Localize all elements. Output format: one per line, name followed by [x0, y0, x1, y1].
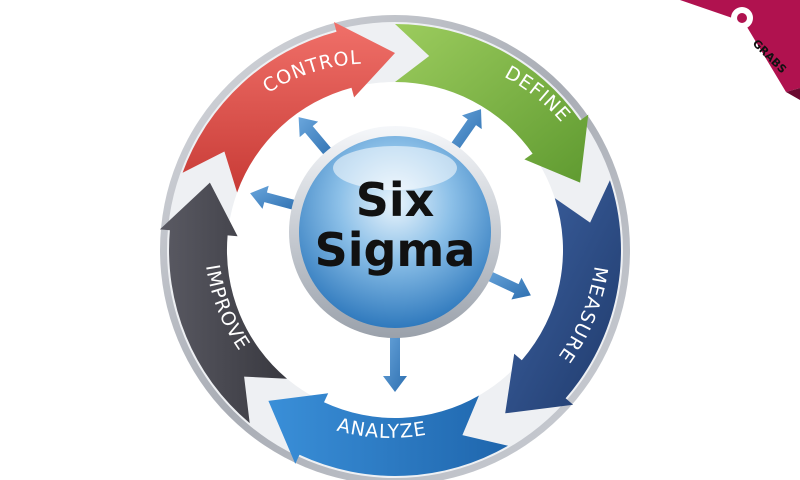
- grabs-badge: GRABS: [680, 0, 800, 100]
- spoke-arrow-upper-right: [448, 109, 482, 153]
- stage-arrow-improve: [159, 182, 287, 424]
- badge-ribbon: [680, 0, 800, 92]
- spoke-arrows: [250, 109, 531, 392]
- center-title-line2: Sigma: [315, 223, 476, 277]
- center-highlight: [333, 146, 457, 190]
- center-title-line1: Six: [356, 173, 435, 227]
- spoke-arrow-down: [383, 332, 407, 392]
- spoke-arrow-right: [483, 269, 531, 300]
- center-sphere: [299, 136, 491, 328]
- stage-arrow-analyze: [268, 393, 508, 476]
- badge-pin-dot: [737, 13, 747, 23]
- badge-ribbon-fold: [786, 88, 800, 100]
- stage-arrow-measure: [505, 180, 621, 414]
- stage-arrow-define: [395, 24, 589, 183]
- stage-arrow-control: [182, 22, 395, 193]
- spoke-arrow-upper-left: [298, 117, 335, 159]
- spoke-arrow-left: [250, 185, 300, 211]
